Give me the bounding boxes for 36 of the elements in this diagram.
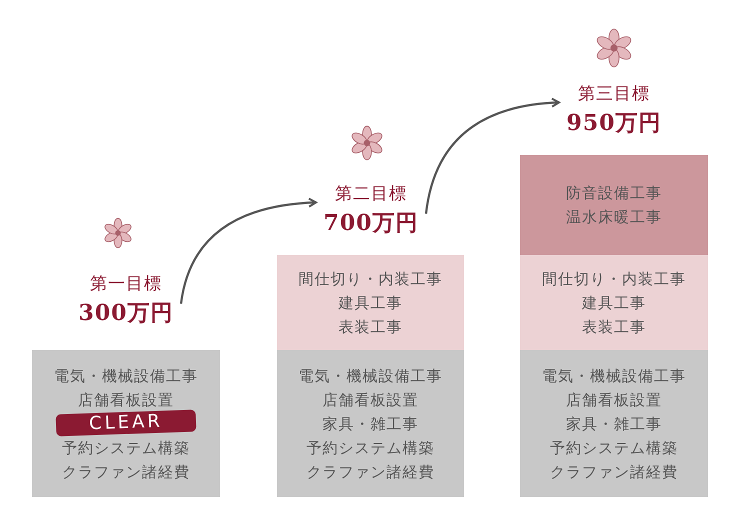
cost-item: 家具・雑工事 <box>566 414 662 434</box>
cost-item: 表装工事 <box>338 316 402 338</box>
cost-block <box>277 350 464 497</box>
cost-block <box>520 350 708 497</box>
cost-item: クラファン諸経費 <box>550 462 678 482</box>
cost-item: 温水床暖工事 <box>566 207 662 228</box>
cost-block <box>32 350 220 497</box>
goal-title: 第一目標 <box>90 273 162 296</box>
cost-item: 家具・雑工事 <box>322 414 418 434</box>
goal-amount: 950万円 <box>566 109 662 138</box>
cost-item: 間仕切り・内装工事 <box>542 268 686 290</box>
goal-amount: 300万円 <box>78 299 174 328</box>
cost-item: 表装工事 <box>582 316 646 338</box>
cost-item: 店舗看板設置 <box>566 390 662 410</box>
cost-item: 建具工事 <box>338 292 402 314</box>
cost-item: 予約システム構築 <box>62 438 190 458</box>
cost-item: 建具工事 <box>582 292 646 314</box>
goal-title: 第二目標 <box>335 183 407 206</box>
cost-item: クラファン諸経費 <box>62 462 190 482</box>
cost-item: クラファン諸経費 <box>306 462 434 482</box>
cost-item: 予約システム構築 <box>306 438 434 458</box>
cost-item: 間仕切り・内装工事 <box>298 268 442 290</box>
goal-amount: 700万円 <box>324 209 418 238</box>
cost-block <box>277 255 464 350</box>
arrow <box>180 198 317 304</box>
cost-item: 電気・機械設備工事 <box>298 366 442 386</box>
cost-block <box>520 155 708 255</box>
cost-item: 店舗看板設置 <box>78 390 174 410</box>
cost-item: 防音設備工事 <box>566 183 662 204</box>
goal-title: 第三目標 <box>578 83 650 106</box>
cost-item: 店舗看板設置 <box>322 390 418 410</box>
cost-item: 電気・機械設備工事 <box>542 366 686 386</box>
cost-item: 予約システム構築 <box>550 438 678 458</box>
cost-item: 電気・機械設備工事 <box>54 366 198 386</box>
cost-block <box>520 255 708 350</box>
arrow <box>424 98 560 214</box>
